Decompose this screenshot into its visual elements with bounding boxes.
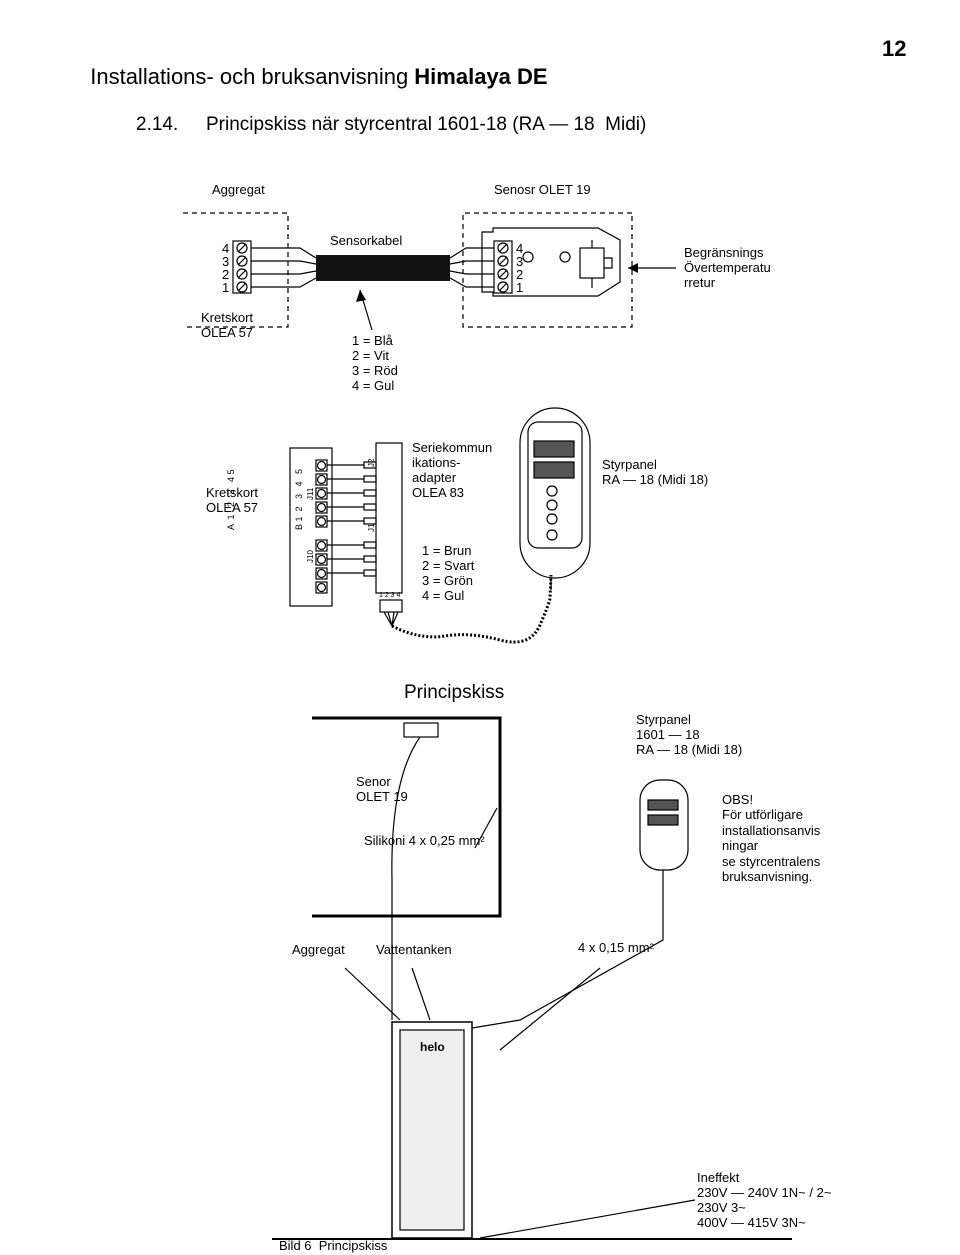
j1-label: J1: [367, 523, 376, 532]
arrow-head: [628, 263, 638, 273]
principskiss-title: Principskiss: [404, 682, 505, 703]
adapter-pins-label: 1 2 3 4: [379, 592, 401, 599]
aggregat-dashed-box: [183, 212, 289, 328]
small-remote: [639, 779, 689, 871]
title-prefix: Installations- och bruksanvisning: [90, 64, 415, 89]
left-terminal-block: [232, 240, 252, 294]
olea83-adapter: [375, 442, 403, 594]
coil-cable: [391, 574, 553, 644]
page-number: 12: [882, 36, 907, 61]
j11-label: J11: [306, 487, 315, 500]
brand-logo: helo: [420, 1040, 445, 1054]
vattentanken-label: Vattentanken: [376, 942, 452, 957]
remote-control: [519, 407, 591, 579]
section-title: Principskiss när styrcentral 1601-18 (RA…: [206, 114, 647, 135]
adapter-pins: [363, 461, 377, 577]
room-outline: [312, 716, 502, 918]
board-row-b: B 1 2 3 4 5: [294, 468, 304, 530]
j10-label: J10: [306, 550, 315, 563]
figure-caption: Bild 6 Principskiss: [279, 1238, 388, 1253]
right-screws: [497, 242, 509, 293]
sensor-title: Senosr OLET 19: [494, 182, 591, 197]
aggregat-label: Aggregat: [212, 182, 265, 197]
board-row-a: A 1 2 3 4 5: [226, 469, 236, 530]
olea57-board: [289, 447, 333, 607]
sensorkabel-label: Sensorkabel: [330, 233, 403, 248]
aggregat-bottom-label: Aggregat: [292, 942, 345, 957]
sensor-icon: [403, 722, 439, 738]
document-title: Installations- och bruksanvisning Himala…: [78, 38, 548, 90]
sensor-cable: [316, 255, 450, 281]
arrow-head: [356, 290, 366, 302]
j2-label: J2: [367, 458, 376, 467]
section-number: 2.14.: [136, 114, 179, 135]
sensor-housing: [481, 227, 621, 297]
title-model: Himalaya DE: [414, 64, 548, 89]
adapter-connector: [379, 599, 403, 613]
left-screws: [236, 242, 248, 293]
thermostat-element: [579, 247, 605, 279]
cable-spec-label: 4 x 0,15 mm²: [578, 940, 654, 955]
silikoni-label: Silikoni 4 x 0,25 mm²: [364, 833, 485, 848]
board-terminals: [315, 459, 328, 594]
sensor-dashed-box: [462, 212, 633, 328]
